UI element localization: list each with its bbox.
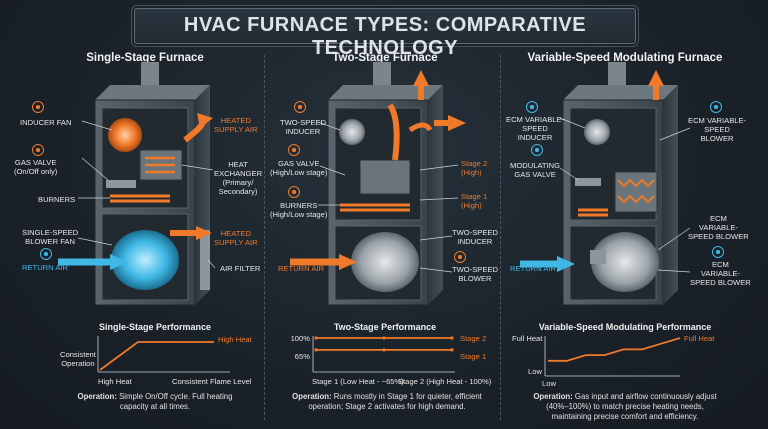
label-inducer-fan: INDUCER FAN [20, 118, 72, 127]
y-tick: 100% [290, 334, 310, 343]
series-high-heat [99, 341, 214, 371]
data-point [382, 336, 386, 340]
two-stage-chart [312, 336, 455, 373]
gas-valve [106, 180, 136, 188]
single-stage-furnace [58, 62, 216, 306]
label-return-air: RETURN AIR [510, 264, 556, 273]
data-point [450, 336, 454, 340]
data-point [314, 336, 318, 340]
variable-speed-chart [544, 336, 681, 377]
operation-description-two: Operation: Runs mostly in Stage 1 for qu… [292, 392, 482, 411]
column-title-variable-speed: Variable-Speed Modulating Furnace [527, 52, 723, 64]
label-heated-supply-air: HEATED SUPPLY AIR [214, 229, 258, 247]
perf-title-single: Single-Stage Performance [98, 322, 212, 332]
fan-icon [32, 101, 44, 113]
column-divider [500, 55, 501, 420]
operation-description-single: Operation: Simple On/Off cycle. Full hea… [77, 392, 233, 411]
gauge-icon [526, 101, 538, 113]
series-label: Stage 2 [460, 334, 487, 343]
y-tick: Full Heat [512, 334, 543, 343]
heat-exchanger [359, 159, 411, 195]
burners [340, 203, 410, 212]
label-stage-1: Stage 1 (High) [461, 192, 488, 210]
modulating-gas-valve [575, 178, 601, 186]
y-label: Consistent Operation [60, 350, 96, 368]
label-ecm-blower: ECM VARIABLE- SPEED BLOWER [688, 116, 747, 143]
x-label: Stage 2 (High Heat - 100%) [398, 377, 492, 386]
label-blower-fan: SINGLE-SPEED BLOWER FAN [22, 228, 79, 246]
two-speed-inducer [339, 119, 365, 145]
y-tick: 65% [294, 352, 310, 361]
blower-fan [111, 230, 179, 290]
fan-icon [294, 101, 306, 113]
gauge-icon [710, 101, 722, 113]
fan-icon [454, 251, 466, 263]
x-label: Consistent Flame Level [172, 377, 252, 386]
title-banner: HVAC FURNACE TYPES: COMPARATIVE TECHNOLO… [134, 8, 636, 59]
label-gas-valve: GAS VALVE (On/Off only) [14, 158, 58, 176]
label-heated-supply-air: HEATED SUPPLY AIR [214, 116, 258, 134]
label-modulating-gas-valve: MODULATING GAS VALVE [510, 161, 561, 179]
label-ecm-blower: ECM VARIABLE- SPEED BLOWER [688, 214, 749, 241]
label-burners: BURNERS [38, 195, 76, 204]
perf-title-two: Two-Stage Performance [333, 322, 437, 332]
label-heat-exchanger: HEAT EXCHANGER (Primary/ Secondary) [214, 160, 263, 196]
perf-title-variable: Variable-Speed Modulating Performance [538, 322, 712, 332]
data-point [450, 348, 454, 352]
label-ecm-blower: ECM VARIABLE- SPEED BLOWER [690, 260, 751, 287]
label-air-filter: AIR FILTER [220, 264, 261, 273]
burners [110, 194, 170, 203]
label-burners: BURNERS (High/Low stage) [270, 201, 328, 219]
two-speed-blower [351, 232, 419, 292]
ecm-control-module [590, 250, 606, 264]
flame-icon [32, 144, 44, 156]
flame-icon [288, 186, 300, 198]
flame-icon [288, 144, 300, 156]
y-tick: Low [528, 367, 542, 376]
two-stage-furnace [290, 62, 466, 306]
label-two-speed-inducer: TWO-SPEED INDUCER [452, 228, 498, 246]
heat-exchanger [614, 171, 658, 213]
gauge-icon [712, 246, 724, 258]
series-label: Full Heat [684, 334, 715, 343]
series-label: Stage 1 [460, 352, 487, 361]
single-stage-chart [97, 336, 230, 373]
column-divider [264, 55, 265, 420]
label-return-air: RETURN AIR [278, 264, 324, 273]
label-gas-valve: GAS VALVE (High/Low stage) [270, 159, 328, 177]
series-full-heat [548, 337, 681, 362]
label-return-air: RETURN AIR [22, 263, 68, 272]
column-title-two-stage: Two-Stage Furnace [332, 52, 438, 64]
page-title: HVAC FURNACE TYPES: COMPARATIVE TECHNOLO… [183, 14, 587, 59]
label-two-speed-inducer: TWO-SPEED INDUCER [280, 118, 326, 136]
label-two-speed-blower: TWO-SPEED BLOWER [452, 265, 498, 283]
ecm-blower [591, 232, 659, 292]
valve-icon [531, 144, 543, 156]
x-label: Low [542, 379, 556, 388]
data-point [382, 348, 386, 352]
x-label: Stage 1 (Low Heat - ~65%) [312, 377, 404, 386]
inducer-fan [108, 118, 142, 152]
operation-description-variable: Operation: Gas input and airflow continu… [533, 392, 717, 421]
air-filter [200, 230, 210, 290]
label-stage-2: Stage 2 (High) [461, 159, 488, 177]
series-label: High Heat [218, 335, 252, 344]
variable-speed-furnace [520, 62, 691, 306]
column-title-single-stage: Single-Stage Furnace [86, 52, 204, 64]
ecm-inducer [584, 119, 610, 145]
label-ecm-inducer: ECM VARIABLE- SPEED INDUCER [506, 115, 565, 142]
x-label: High Heat [98, 377, 132, 386]
data-point [314, 348, 318, 352]
airflow-icon [40, 248, 52, 260]
